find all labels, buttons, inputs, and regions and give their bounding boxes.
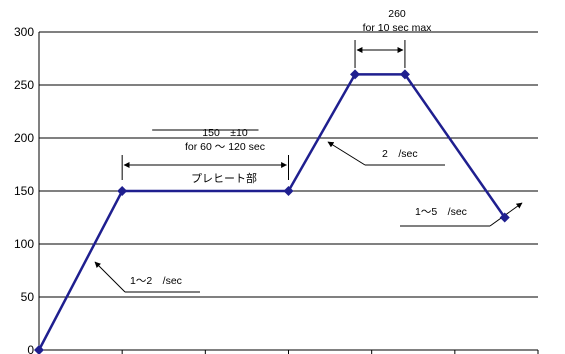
preheat-time-label: for 60 〜 120 sec bbox=[185, 141, 265, 153]
rate2-leader bbox=[327, 141, 366, 166]
rate1-label: 1～2 /sec bbox=[130, 275, 182, 287]
preheat-section-label: プレヒート部 bbox=[191, 171, 257, 185]
peak-time-label: for 10 sec max bbox=[363, 22, 433, 34]
rate1-leader bbox=[94, 261, 126, 293]
y-tick-label-50: 50 bbox=[21, 290, 35, 304]
rate2-label: 2 /sec bbox=[382, 148, 418, 160]
axes bbox=[38, 32, 539, 354]
data-point-5 bbox=[499, 212, 510, 223]
rate3-label: 1～5 /sec bbox=[415, 206, 467, 218]
y-tick-labels: 0 50 100 150 200 250 300 bbox=[14, 25, 34, 354]
annotation-texts: 260 for 10 sec max 150 ±10 for 60 〜 120 … bbox=[130, 8, 467, 287]
temperature-series bbox=[34, 69, 510, 354]
y-tick-label-100: 100 bbox=[14, 237, 34, 251]
y-tick-label-200: 200 bbox=[14, 131, 34, 145]
data-point-3 bbox=[350, 69, 361, 80]
y-tick-label-250: 250 bbox=[14, 78, 34, 92]
y-tick-label-0: 0 bbox=[27, 343, 34, 354]
preheat-temp-label: 150 ±10 bbox=[202, 127, 248, 139]
annotation-leaders bbox=[94, 31, 523, 293]
y-tick-label-300: 300 bbox=[14, 25, 34, 39]
data-point-2 bbox=[283, 186, 294, 196]
peak-temp-label: 260 bbox=[388, 8, 406, 20]
data-point-4 bbox=[399, 69, 410, 80]
series-line bbox=[37, 73, 506, 351]
data-point-1 bbox=[117, 186, 128, 196]
data-point-0 bbox=[34, 345, 44, 354]
y-tick-label-150: 150 bbox=[14, 184, 34, 198]
